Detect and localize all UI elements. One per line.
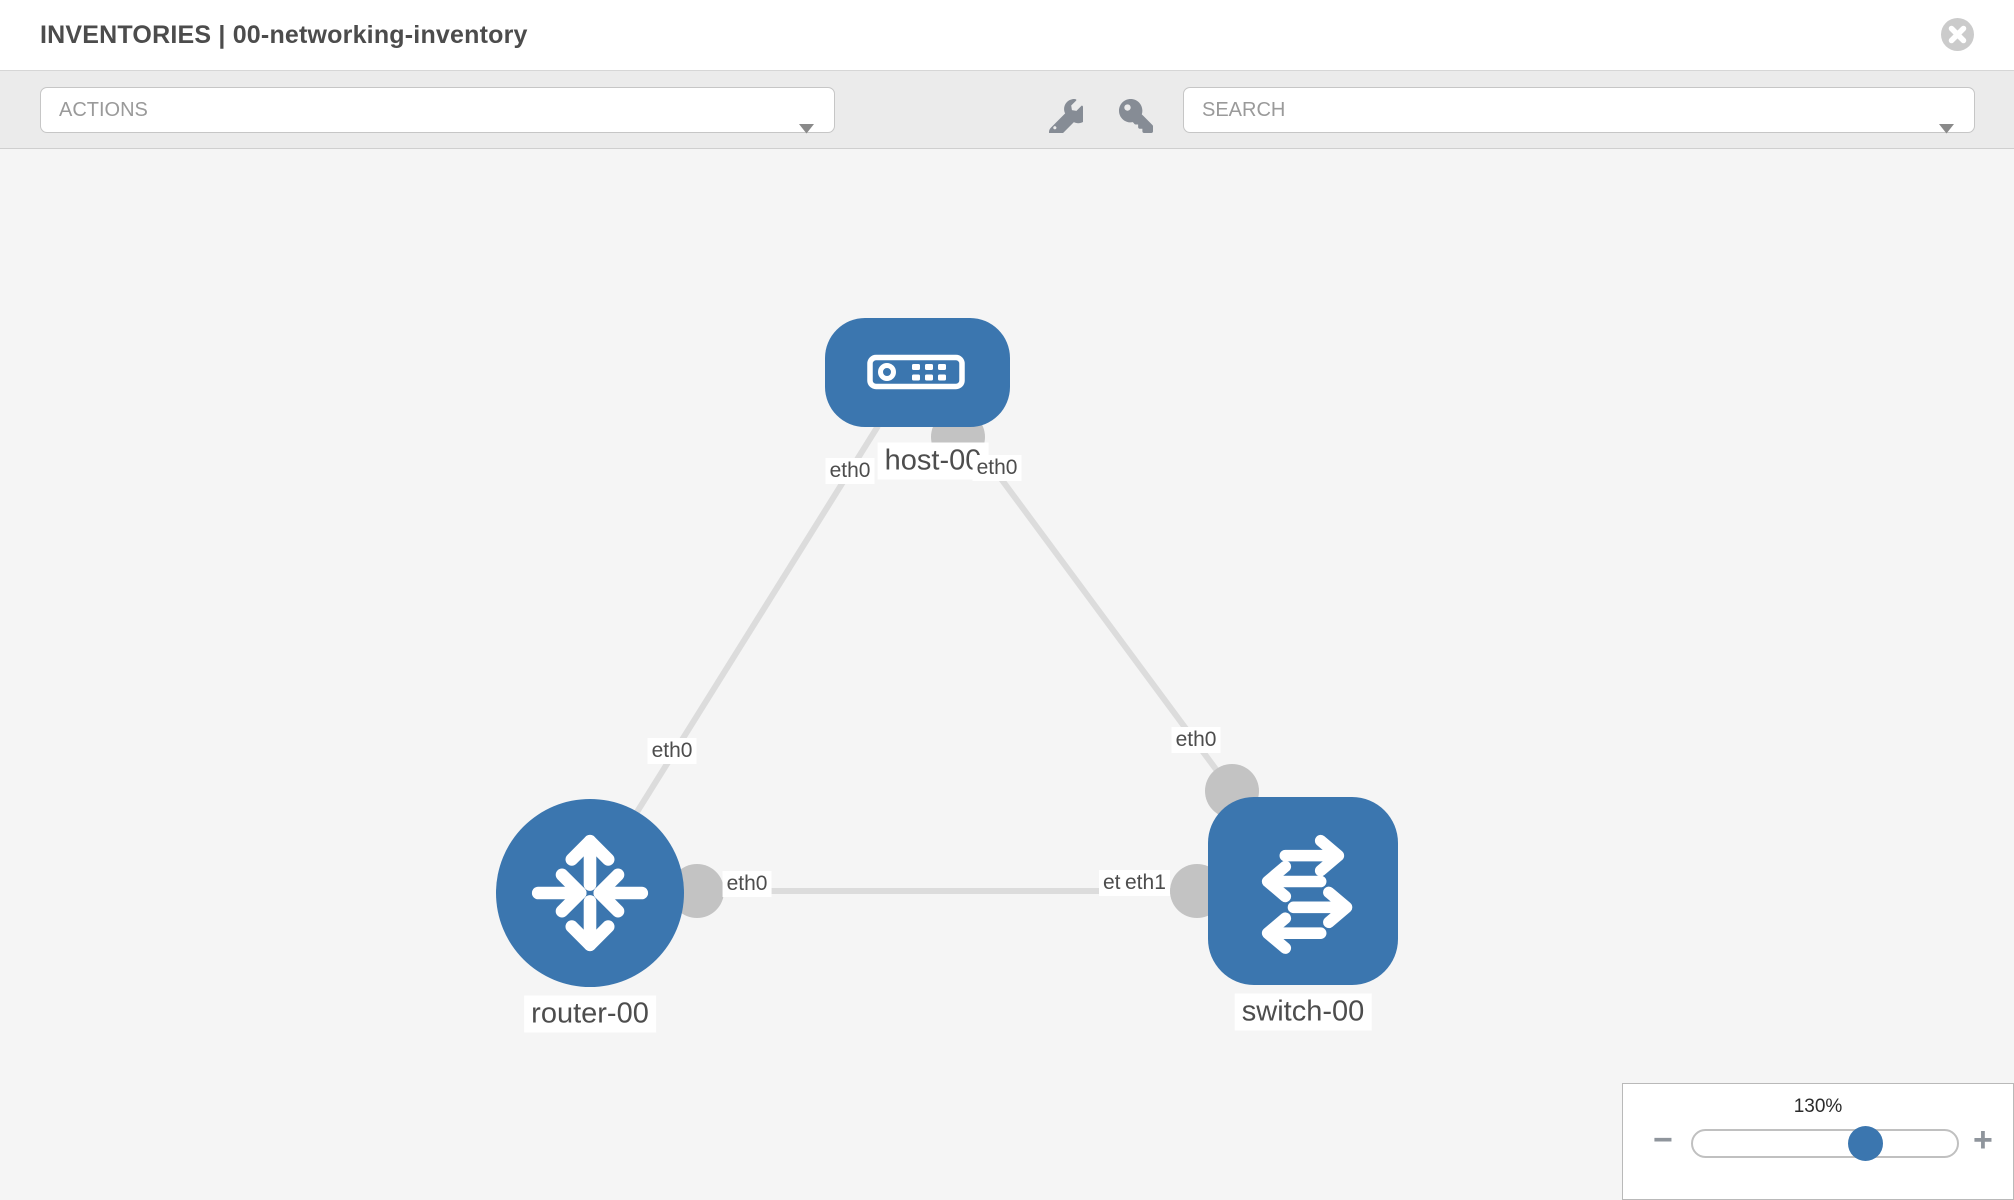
interface-label-host-right: eth0 [972, 455, 1022, 481]
chevron-down-icon [1939, 106, 1954, 150]
credentials-button[interactable] [1119, 99, 1153, 133]
topology-canvas[interactable] [0, 149, 2014, 1200]
node-host-00[interactable] [825, 318, 1010, 427]
interface-label-switch-uplink: eth0 [1171, 727, 1221, 753]
edge-group [609, 424, 1245, 894]
actions-dropdown[interactable]: ACTIONS [40, 87, 835, 134]
node-label-router-00: router-00 [524, 995, 656, 1033]
connector-group [670, 410, 1259, 918]
search-dropdown[interactable]: SEARCH [1183, 87, 1975, 134]
zoom-in-button[interactable]: + [1973, 1121, 1993, 1159]
interface-label-host-left: eth0 [825, 458, 875, 484]
router-icon [531, 834, 649, 952]
interface-label-router-eth0: eth0 [722, 871, 772, 897]
interface-label-switch-eth1: eth1 [1121, 870, 1170, 896]
toolbar: ACTIONS SEARCH [0, 71, 2014, 149]
actions-dropdown-label: ACTIONS [59, 99, 148, 121]
header-bar: INVENTORIES | 00-networking-inventory [0, 0, 2014, 71]
node-switch-00[interactable] [1208, 797, 1398, 985]
node-label-switch-00: switch-00 [1234, 993, 1372, 1031]
wrench-icon [1049, 98, 1089, 139]
zoom-out-button[interactable]: − [1653, 1121, 1673, 1159]
zoom-slider-track[interactable] [1691, 1126, 1959, 1161]
zoom-panel: 130% − + [1622, 1083, 2014, 1200]
search-placeholder: SEARCH [1202, 99, 1286, 121]
zoom-slider-thumb[interactable] [1848, 1126, 1883, 1161]
connector-router-eth0[interactable] [670, 864, 724, 918]
key-icon [1119, 99, 1153, 133]
node-label-host-00: host-00 [877, 442, 989, 480]
chevron-down-icon [799, 106, 814, 150]
switch-icon [1261, 834, 1353, 954]
close-button[interactable] [1941, 18, 1974, 51]
edge-host-router[interactable] [609, 424, 881, 854]
x-circle-icon [1941, 18, 1974, 51]
configure-button[interactable] [1049, 98, 1089, 139]
node-router-00[interactable] [496, 799, 684, 987]
host-icon [867, 354, 965, 390]
zoom-level-value: 130% [1793, 1096, 1843, 1117]
interface-label-router-uplink: eth0 [647, 738, 697, 764]
page-title: INVENTORIES | 00-networking-inventory [40, 21, 528, 49]
